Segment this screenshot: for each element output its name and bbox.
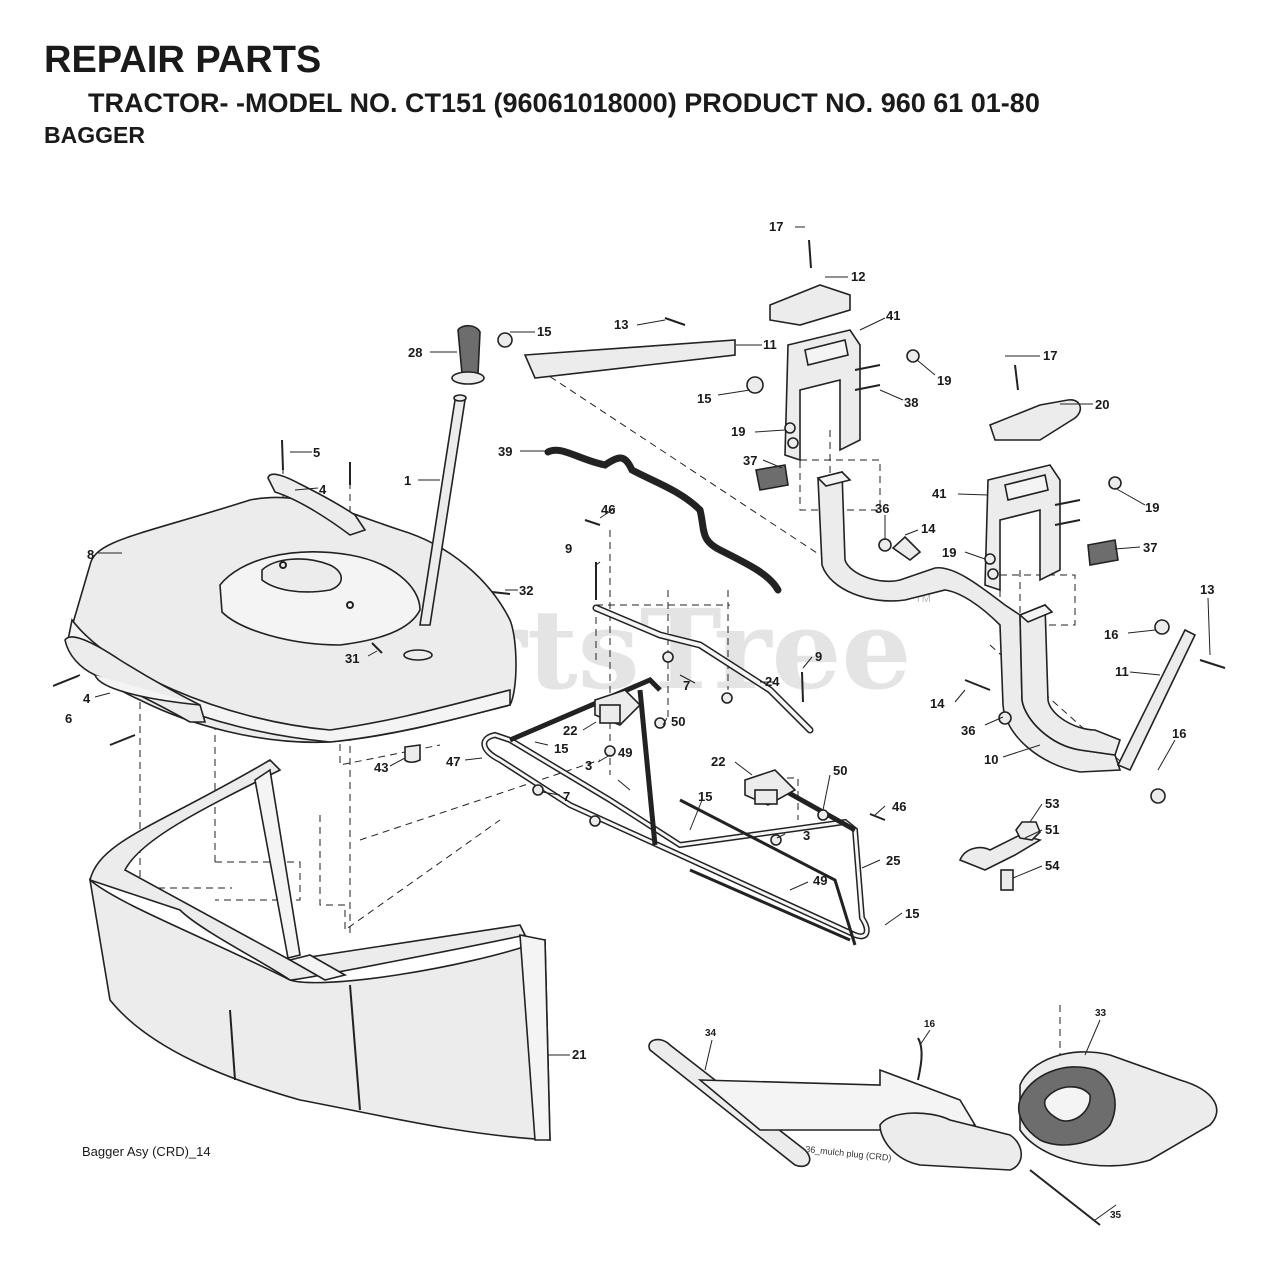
callout-41: 41 — [886, 308, 900, 323]
callout-15: 15 — [698, 789, 712, 804]
dump-handle-rod — [419, 394, 467, 626]
callout-15: 15 — [554, 741, 568, 756]
bracket-41-lower — [984, 464, 1061, 592]
callout-25: 25 — [886, 853, 900, 868]
bag-frame — [481, 677, 870, 940]
callout-54: 54 — [1045, 858, 1060, 873]
callout-37: 37 — [743, 453, 757, 468]
callout-6: 6 — [65, 711, 72, 726]
callout-39: 39 — [498, 444, 512, 459]
callout-50: 50 — [671, 714, 685, 729]
callout-11: 11 — [763, 337, 777, 352]
mulch-plug-assembly — [648, 1037, 1218, 1226]
support-frame — [679, 798, 857, 946]
callout-19: 19 — [937, 373, 951, 388]
callout-labels: 1 3 3 4 4 5 6 7 7 8 9 9 10 11 11 12 13 1… — [65, 219, 1214, 1221]
bagger-cover — [67, 496, 517, 744]
callout-8: 8 — [87, 547, 94, 562]
callout-37: 37 — [1143, 540, 1157, 555]
bracket-41-upper — [784, 329, 861, 462]
callout-22: 22 — [711, 754, 725, 769]
callout-14: 14 — [921, 521, 936, 536]
bracket-22-lower — [744, 769, 797, 806]
spring-rod — [544, 446, 782, 594]
callout-3: 3 — [803, 828, 810, 843]
section-title: BAGGER — [44, 122, 145, 148]
page-header: REPAIR PARTS TRACTOR- -MODEL NO. CT151 (… — [44, 38, 1040, 150]
callout-16: 15 — [697, 391, 711, 406]
callout-12: 12 — [851, 269, 865, 284]
callout-31: 31 — [345, 651, 359, 666]
callout-36: 36 — [875, 501, 889, 516]
bracket-51 — [958, 821, 1043, 891]
callout-47: 47 — [446, 754, 460, 769]
callout-20: 20 — [1095, 397, 1109, 412]
callout-9: 9 — [565, 541, 572, 556]
callout-32: 32 — [519, 583, 533, 598]
callout-10: 10 — [984, 752, 998, 767]
callout-4: 4 — [83, 691, 91, 706]
cover-handle-lower — [64, 636, 207, 723]
callout-17: 17 — [769, 219, 783, 234]
callout-34: 34 — [705, 1028, 717, 1039]
callout-28: 28 — [408, 345, 422, 360]
callout-16: 16 — [1172, 726, 1186, 741]
callout-43: 43 — [374, 760, 388, 775]
callout-46: 46 — [601, 502, 615, 517]
callout-16: 15 — [537, 324, 551, 339]
callout-49: 49 — [813, 873, 827, 888]
callout-36: 36 — [961, 723, 975, 738]
plug-37-right — [1087, 539, 1119, 566]
callout-1: 1 — [404, 473, 411, 488]
callout-22: 22 — [563, 723, 577, 738]
clip-20 — [989, 399, 1082, 441]
mulch-plug-note: 36_mulch plug (CRD) — [805, 1144, 892, 1163]
callout-5: 5 — [313, 445, 320, 460]
callout-41: 41 — [932, 486, 946, 501]
callout-49: 49 — [618, 745, 632, 760]
callout-33: 33 — [1095, 1008, 1107, 1019]
callout-38: 38 — [904, 395, 918, 410]
callout-24: 24 — [765, 674, 780, 689]
callout-53: 53 — [1045, 796, 1059, 811]
callout-16: 16 — [1104, 627, 1118, 642]
callout-19: 19 — [942, 545, 956, 560]
callout-51: 51 — [1045, 822, 1059, 837]
page-title: REPAIR PARTS — [44, 39, 322, 81]
callout-13: 13 — [1200, 582, 1214, 597]
clip-12 — [769, 284, 851, 326]
bag-rod — [592, 604, 814, 734]
handle-grip — [451, 324, 485, 385]
callout-21: 21 — [572, 1047, 586, 1062]
callout-46: 46 — [892, 799, 906, 814]
plug-37-left — [755, 464, 789, 491]
callout-50: 50 — [833, 763, 847, 778]
diagram-caption: Bagger Asy (CRD)_14 — [82, 1144, 211, 1159]
callout-14: 14 — [930, 696, 945, 711]
callout-19: 19 — [1145, 500, 1159, 515]
strap-11-lower — [1116, 628, 1197, 772]
callout-7: 7 — [563, 789, 570, 804]
callout-15-mulch: 16 — [924, 1019, 936, 1030]
callout-19: 19 — [731, 424, 745, 439]
hardware-pieces — [52, 239, 1226, 846]
leader-lines — [94, 226, 1211, 1221]
callout-17: 17 — [1043, 348, 1057, 363]
callout-3: 3 — [585, 758, 592, 773]
strap-11-upper — [523, 339, 736, 379]
cover-handle-upper — [267, 473, 367, 536]
bag-basket — [88, 758, 551, 1141]
callout-9: 9 — [815, 649, 822, 664]
callout-13: 13 — [614, 317, 628, 332]
callout-4: 4 — [319, 482, 327, 497]
callout-15: 15 — [905, 906, 919, 921]
callout-7: 7 — [683, 678, 690, 693]
callout-35: 35 — [1110, 1210, 1122, 1221]
main-frame — [816, 470, 1122, 773]
model-subtitle: TRACTOR- -MODEL NO. CT151 (96061018000) … — [88, 88, 1040, 118]
callout-11: 11 — [1115, 664, 1129, 679]
bracket-22-upper — [594, 689, 642, 726]
